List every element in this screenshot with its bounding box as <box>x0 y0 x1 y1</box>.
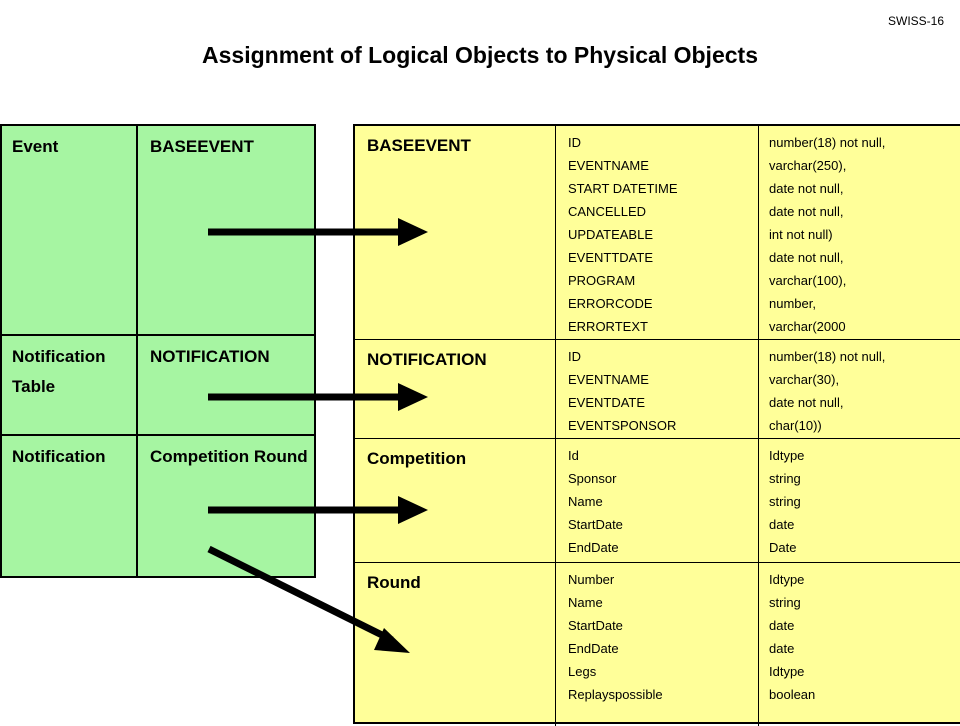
field-line: number, <box>769 296 816 311</box>
field-line: EndDate <box>568 641 619 656</box>
field-line: date not null, <box>769 204 844 219</box>
field-line: Number <box>568 572 615 587</box>
field-line: number(18) not null, <box>769 349 886 364</box>
field-line: ID <box>568 349 581 364</box>
field-line: CANCELLED <box>568 204 647 219</box>
field-line: int not null) <box>769 227 833 242</box>
field-line: date not null, <box>769 181 844 196</box>
physical-row-baseevent: BASEEVENT ID EVENTNAME START DATETIME CANCE… <box>355 126 960 340</box>
field-line: PROGRAM <box>568 273 636 288</box>
field-line: date not null, <box>769 250 844 265</box>
logical-row-notification-table: Notification Table NOTIFICATION <box>2 336 314 436</box>
logical-object-cell: Notification <box>2 436 138 576</box>
field-line: Sponsor <box>568 471 617 486</box>
table-name-cell: Competition <box>355 439 556 562</box>
field-line: ERRORTEXT <box>568 319 648 334</box>
physical-object-cell: NOTIFICATION <box>150 347 270 366</box>
table-name-cell: NOTIFICATION <box>355 340 556 438</box>
column-names-cell: ID EVENTNAME START DATETIME CANCELLED UPDATE… <box>556 126 759 339</box>
field-line: date <box>769 618 795 633</box>
logical-object-cell: Event <box>2 126 138 334</box>
logical-object-cell: Notification Table <box>2 336 138 434</box>
page-title: Assignment of Logical Objects to Physica… <box>202 42 758 68</box>
field-line: EVENTNAME <box>568 372 649 387</box>
arrow-round <box>207 545 410 653</box>
field-line: string <box>769 595 801 610</box>
arrow-notification <box>208 383 428 411</box>
field-line: Replayspossible <box>568 687 663 702</box>
physical-object-cell: Competition Round <box>150 447 308 466</box>
field-line: string <box>769 471 801 486</box>
physical-row-notification: NOTIFICATION ID EVENTNAME EVENTDATE EVENTSP… <box>355 340 960 439</box>
field-line: EVENTSPONSOR <box>568 418 677 433</box>
field-line: ERRORCODE <box>568 296 653 311</box>
column-names-cell: ID EVENTNAME EVENTDATE EVENTSPONSOR <box>556 340 759 438</box>
field-line: varchar(250), <box>769 158 847 173</box>
field-line: EndDate <box>568 540 619 555</box>
field-line: EVENTTDATE <box>568 250 653 265</box>
slide-id: SWISS-16 <box>887 14 944 28</box>
field-line: varchar(30), <box>769 372 840 387</box>
column-types-cell: number(18) not null, varchar(30), date not… <box>759 340 960 438</box>
field-line: string <box>769 494 801 509</box>
field-line: Legs <box>568 664 597 679</box>
logical-row-notification: Notification Competition Round <box>2 436 314 576</box>
field-line: Idtype <box>769 448 805 463</box>
field-line: EVENTNAME <box>568 158 649 173</box>
arrow-baseevent <box>208 218 428 246</box>
field-line: varchar(2000 <box>769 319 846 334</box>
field-line: Name <box>568 494 603 509</box>
physical-objects-table: BASEEVENT ID EVENTNAME START DATETIME CANCE… <box>353 124 960 726</box>
field-line: date <box>769 641 795 656</box>
field-line: EVENTDATE <box>568 395 646 410</box>
field-line: UPDATEABLE <box>568 227 654 242</box>
field-line: char(10)) <box>769 418 822 433</box>
field-line: date <box>769 517 795 532</box>
field-line: Idtype <box>769 664 805 679</box>
field-line: date not null, <box>769 395 844 410</box>
table-name-cell: Round <box>355 563 556 726</box>
field-line: varchar(100), <box>769 273 847 288</box>
logical-objects-table: Event BASEEVENT Notification Table NOTIF… <box>0 124 316 578</box>
table-name-cell: BASEEVENT <box>355 126 556 339</box>
field-line: Name <box>568 595 603 610</box>
field-line: StartDate <box>568 618 623 633</box>
field-line: Date <box>769 540 797 555</box>
field-line: Id <box>568 448 579 463</box>
arrow-competition <box>208 496 428 524</box>
field-line: number(18) not null, <box>769 135 886 150</box>
physical-object-cell: BASEEVENT <box>150 137 254 156</box>
field-line: ID <box>568 135 581 150</box>
field-line: boolean <box>769 687 816 702</box>
field-line: START DATETIME <box>568 181 678 196</box>
logical-row-event: Event BASEEVENT <box>2 126 314 336</box>
field-line: Idtype <box>769 572 805 587</box>
column-types-cell: number(18) not null, varchar(250), date no… <box>759 126 960 339</box>
field-line: StartDate <box>568 517 623 532</box>
